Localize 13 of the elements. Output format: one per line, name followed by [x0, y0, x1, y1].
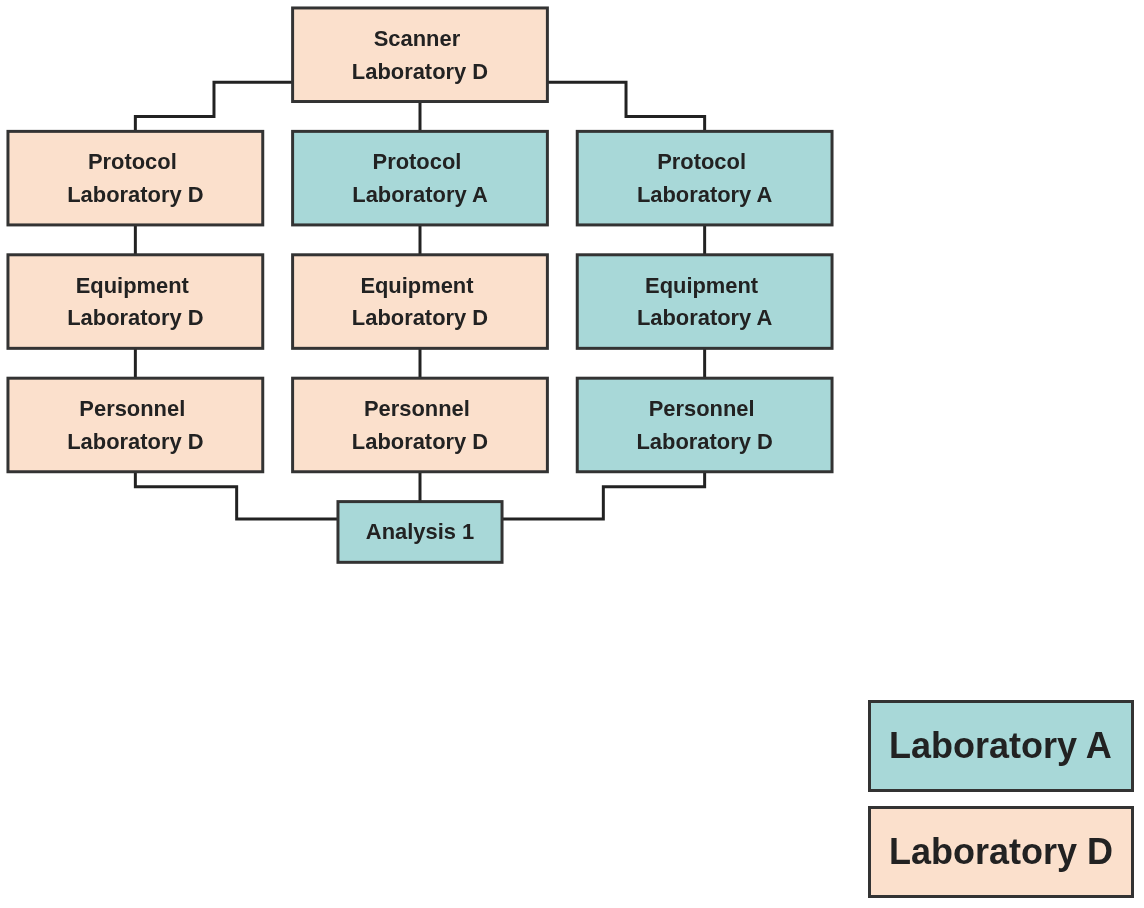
node-box: Equipment Laboratory D [291, 253, 549, 350]
node-box: Scanner Laboratory D [291, 6, 549, 103]
legend-label: Laboratory A [888, 725, 1112, 766]
node-box: Personnel Laboratory D [291, 376, 549, 474]
node-box: Equipment Laboratory A [575, 253, 834, 350]
legend-label: Laboratory D [888, 831, 1113, 872]
node-box: Protocol Laboratory A [291, 129, 549, 227]
node-box: Equipment Laboratory D [6, 253, 265, 350]
node-box: Protocol Laboratory A [575, 129, 834, 227]
node-box: Personnel Laboratory D [6, 376, 265, 474]
node-box: Analysis 1 [336, 500, 504, 564]
node-box: Protocol Laboratory D [6, 129, 265, 227]
node-box: Personnel Laboratory D [575, 376, 834, 474]
